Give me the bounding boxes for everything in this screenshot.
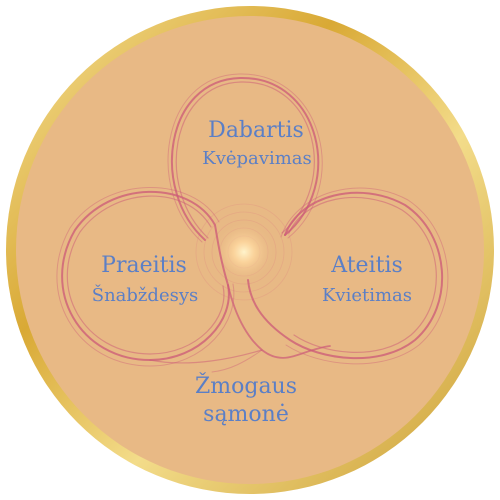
- left-subtitle: Šnabždesys: [91, 285, 199, 306]
- top-loop: [167, 73, 323, 243]
- center-line1: Žmogaus: [194, 374, 298, 399]
- right-title: Ateitis: [331, 253, 403, 278]
- center-glow: [214, 222, 274, 282]
- left-title: Praeitis: [101, 253, 187, 278]
- right-loop: [247, 187, 449, 365]
- loops: [56, 73, 449, 373]
- top-title: Dabartis: [208, 118, 304, 143]
- center-line2: sąmonė: [203, 402, 289, 427]
- right-subtitle: Kvietimas: [321, 285, 413, 306]
- top-subtitle: Kvėpavimas: [202, 148, 312, 169]
- bottom-swirl: [149, 284, 331, 373]
